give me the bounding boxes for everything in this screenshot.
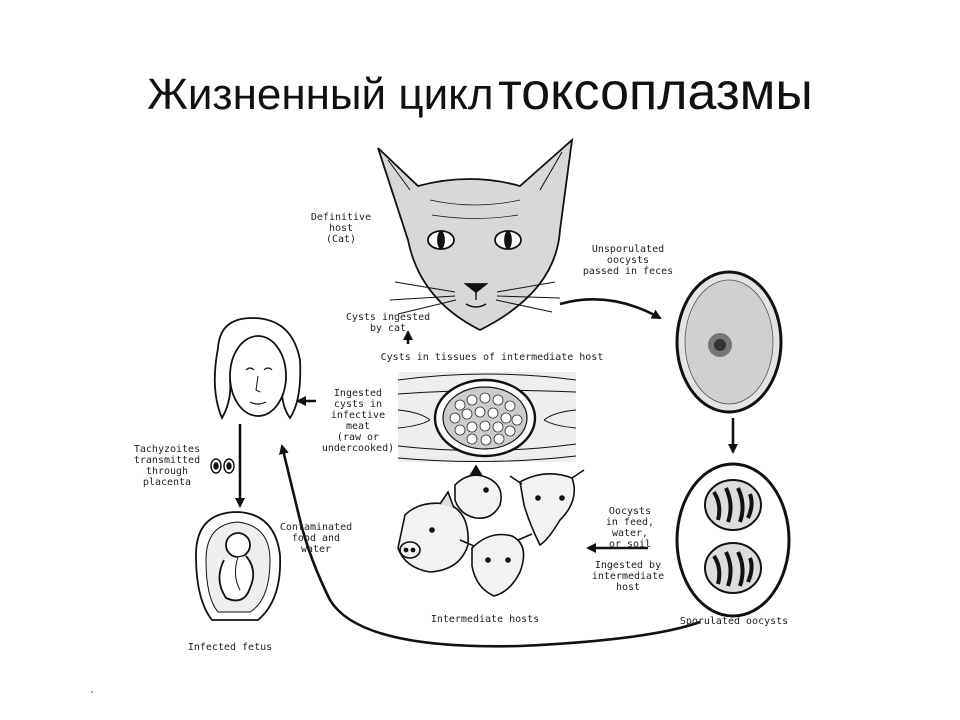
title-part-2: токсоплазмы [498, 63, 813, 121]
label-ingested-by-intermediate: Ingested by intermediate host [591, 560, 665, 593]
label-intermediate-hosts: Intermediate hosts [430, 614, 540, 625]
arrow-oocysts-to-human [279, 444, 701, 648]
placenta-icon [210, 458, 235, 474]
label-sporulated-oocysts: Sporulated oocysts [679, 616, 789, 627]
unsporulated-oocyst-illustration [675, 270, 783, 414]
label-oocysts-in-feed: Oocysts in feed, water, or soil [605, 506, 655, 550]
label-tachyzoites: Tachyzoites transmitted through placenta [133, 444, 201, 488]
tissue-cyst-illustration [397, 372, 577, 463]
cycle-arrows [235, 298, 738, 648]
slide-title: Жизненный цикл токсоплазмы [0, 62, 960, 122]
arrow-cat-to-oocyst [559, 298, 662, 320]
cat-illustration [377, 137, 574, 332]
label-ingested-cysts-meat: Ingested cysts in infective meat (raw or… [321, 388, 395, 454]
title-part-1: Жизненный цикл [147, 70, 494, 119]
label-contaminated-food: Contaminated food and water [279, 522, 353, 555]
label-definitive-host: Definitive host (Cat) [310, 212, 372, 245]
label-cysts-in-tissues: Cysts in tissues of intermediate host [380, 352, 604, 363]
sporulated-oocyst-illustration [675, 462, 791, 618]
intermediate-hosts-illustration [397, 464, 585, 597]
fetus-illustration [195, 511, 282, 621]
label-unsporulated-oocysts: Unsporulated oocysts passed in feces [582, 244, 674, 277]
corner-dot [91, 691, 93, 693]
label-infected-fetus: Infected fetus [187, 642, 273, 653]
label-cysts-ingested-by-cat: Cysts ingested by cat [345, 312, 431, 334]
human-illustration [213, 317, 302, 421]
